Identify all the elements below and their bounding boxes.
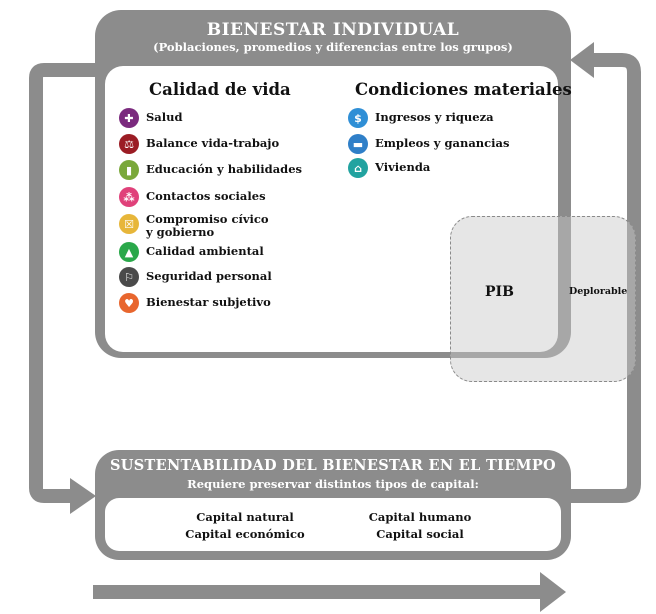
individual-wellbeing-content (105, 66, 558, 352)
item-label: Salud (146, 110, 183, 124)
item-label: Balance vida-trabajo (146, 136, 280, 150)
individual-wellbeing-subtitle: (Poblaciones, promedios y diferencias en… (153, 40, 513, 54)
right-loop-arrow (568, 53, 641, 503)
sustainability-content (105, 498, 561, 551)
sustainability-title: SUSTENTABILIDAD DEL BIENESTAR EN EL TIEM… (110, 457, 556, 474)
health-cross-icon: ✚ (119, 108, 139, 128)
item-label: Bienestar subjetivo (146, 295, 271, 309)
money-icon: $ (348, 108, 368, 128)
capital-humano: Capital humano (368, 510, 472, 524)
right-arrowhead (570, 42, 594, 78)
capital-natural: Capital natural (196, 510, 294, 524)
balance-scale-icon: ⚖ (119, 134, 139, 154)
item-contactos-sociales: ⁂ Contactos sociales (119, 187, 266, 207)
item-label: Calidad ambiental (146, 244, 264, 258)
item-compromiso-civico: ☒ Compromiso cívico y gobierno (119, 210, 269, 238)
ballot-icon: ☒ (119, 214, 139, 234)
item-educacion: ▮ Educación y habilidades (119, 160, 302, 180)
item-salud: ✚ Salud (119, 108, 183, 128)
item-empleos: ▬ Empleos y ganancias (348, 134, 509, 154)
item-bienestar-subjetivo: ♥ Bienestar subjetivo (119, 293, 271, 313)
item-ingresos: $ Ingresos y riqueza (348, 108, 494, 128)
material-conditions-title: Condiciones materiales (355, 80, 572, 99)
left-arrowhead (70, 478, 96, 514)
item-vivienda: ⌂ Vivienda (348, 158, 430, 178)
pib-region (450, 216, 636, 382)
people-icon: ⁂ (119, 187, 139, 207)
item-label: Contactos sociales (146, 189, 266, 203)
quality-of-life-title: Calidad de vida (149, 80, 291, 99)
item-calidad-ambiental: ▲ Calidad ambiental (119, 242, 264, 262)
individual-wellbeing-title: BIENESTAR INDIVIDUAL (206, 20, 460, 40)
briefcase-icon: ▬ (348, 134, 368, 154)
sustainability-subtitle: Requiere preservar distintos tipos de ca… (187, 477, 479, 491)
item-balance-vida-trabajo: ⚖ Balance vida-trabajo (119, 134, 279, 154)
pib-note: Deplorable (569, 286, 628, 297)
left-loop-arrow (29, 63, 98, 503)
item-label: Compromiso cívico y gobierno (146, 212, 269, 239)
heart-icon: ♥ (119, 293, 139, 313)
book-icon: ▮ (119, 160, 139, 180)
item-label: Vivienda (375, 160, 431, 174)
item-label: Educación y habilidades (146, 162, 302, 176)
house-icon: ⌂ (348, 158, 368, 178)
tree-icon: ▲ (119, 242, 139, 262)
time-arrow-shaft (93, 585, 543, 599)
capital-economico: Capital económico (185, 527, 305, 541)
capital-social: Capital social (376, 527, 464, 541)
item-label: Ingresos y riqueza (375, 110, 494, 124)
running-person-icon: ⚐ (119, 267, 139, 287)
time-arrow-head (540, 572, 566, 612)
pib-label: PIB (485, 284, 514, 300)
item-label: Empleos y ganancias (375, 136, 510, 150)
item-seguridad-personal: ⚐ Seguridad personal (119, 267, 272, 287)
item-label: Seguridad personal (146, 269, 272, 283)
